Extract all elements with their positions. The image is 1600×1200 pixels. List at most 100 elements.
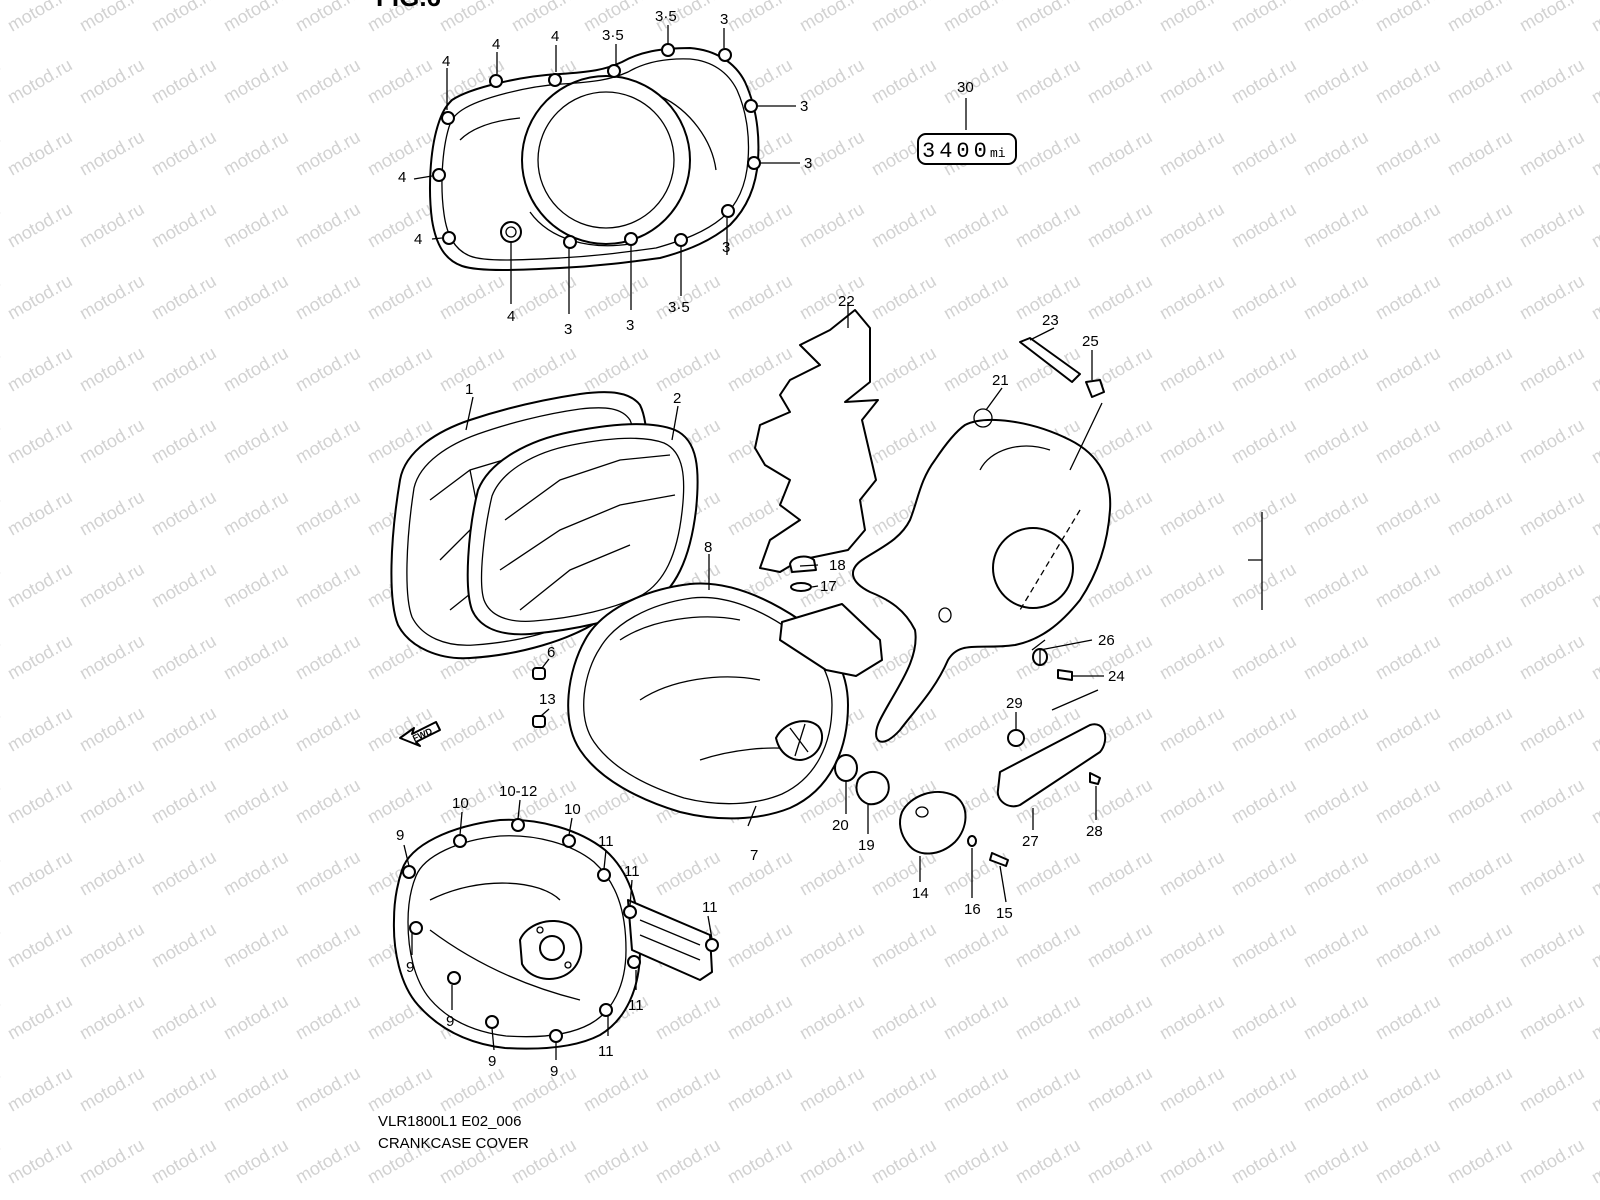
watermark-text: motod.ru xyxy=(292,0,364,35)
callout-3-5: 3·5 xyxy=(668,299,690,316)
callout-11: 11 xyxy=(628,997,644,1014)
watermark-text: motod.ru xyxy=(1012,1063,1084,1116)
watermark-text: motod.ru xyxy=(4,487,76,540)
watermark-text: motod.ru xyxy=(724,1063,796,1116)
watermark-text: motod.ru xyxy=(1012,127,1084,180)
watermark-text: motod.ru xyxy=(364,199,436,252)
watermark-text: motod.ru xyxy=(1156,775,1228,828)
watermark-text: motod.ru xyxy=(1444,1135,1516,1188)
watermark-text: motod.ru xyxy=(76,343,148,396)
watermark-text: motod.ru xyxy=(1012,847,1084,900)
watermark-text: motod.ru xyxy=(1444,487,1516,540)
callout-3: 3 xyxy=(626,317,634,334)
watermark-text: motod.ru xyxy=(364,55,436,108)
callout-10-12: 10-12 xyxy=(499,783,537,800)
watermark-text: motod.ru xyxy=(292,847,364,900)
watermark-text: motod.ru xyxy=(1588,919,1600,972)
watermark-text: motod.ru xyxy=(292,559,364,612)
watermark-text: motod.ru xyxy=(292,703,364,756)
watermark-text: motod.ru xyxy=(1084,0,1156,35)
grommet-part-29 xyxy=(1007,729,1025,747)
watermark-text: motod.ru xyxy=(1228,343,1300,396)
watermark-text: motod.ru xyxy=(724,991,796,1044)
watermark-text: motod.ru xyxy=(1372,703,1444,756)
watermark-text: motod.ru xyxy=(1372,559,1444,612)
watermark-text: motod.ru xyxy=(1516,199,1588,252)
watermark-text: motod.ru xyxy=(580,271,652,324)
watermark-text: motod.ru xyxy=(4,1135,76,1188)
watermark-text: motod.ru xyxy=(0,271,4,324)
clutch-cover-top xyxy=(429,47,760,271)
callout-2: 2 xyxy=(673,390,681,407)
watermark-text: motod.ru xyxy=(1228,1135,1300,1188)
watermark-text: motod.ru xyxy=(292,343,364,396)
watermark-text: motod.ru xyxy=(1516,1063,1588,1116)
watermark-text: motod.ru xyxy=(1516,343,1588,396)
decal-sheet-part-22 xyxy=(754,309,879,573)
page-edge-mark xyxy=(1248,512,1263,610)
cap-part-19 xyxy=(855,771,890,806)
watermark-text: motod.ru xyxy=(580,1063,652,1116)
crankcase-cover-gasket-part-2 xyxy=(466,423,699,636)
watermark-text: motod.ru xyxy=(1444,127,1516,180)
watermark-text: motod.ru xyxy=(292,1135,364,1188)
watermark-text: motod.ru xyxy=(796,991,868,1044)
watermark-text: motod.ru xyxy=(220,0,292,35)
dowel-pin-13 xyxy=(532,715,546,728)
watermark-text: motod.ru xyxy=(796,1063,868,1116)
watermark-text: motod.ru xyxy=(796,847,868,900)
watermark-text: motod.ru xyxy=(0,991,4,1044)
watermark-text: motod.ru xyxy=(292,1063,364,1116)
washer-part-16 xyxy=(967,835,977,847)
callout-3: 3 xyxy=(804,155,812,172)
screw-part-28 xyxy=(1089,772,1101,785)
watermark-text: motod.ru xyxy=(292,487,364,540)
callout-3: 3 xyxy=(722,239,730,256)
watermark-text: motod.ru xyxy=(4,415,76,468)
watermark-text: motod.ru xyxy=(1372,343,1444,396)
watermark-text: motod.ru xyxy=(4,991,76,1044)
watermark-text: motod.ru xyxy=(1588,55,1600,108)
watermark-text: motod.ru xyxy=(1084,991,1156,1044)
watermark-text: motod.ru xyxy=(1372,1135,1444,1188)
callout-18: 18 xyxy=(829,557,846,574)
watermark-text: motod.ru xyxy=(1444,559,1516,612)
watermark-text: motod.ru xyxy=(1300,559,1372,612)
watermark-text: motod.ru xyxy=(940,199,1012,252)
watermark-text: motod.ru xyxy=(292,631,364,684)
watermark-text: motod.ru xyxy=(1156,127,1228,180)
watermark-text: motod.ru xyxy=(1372,1063,1444,1116)
watermark-text: motod.ru xyxy=(148,199,220,252)
watermark-text: motod.ru xyxy=(0,703,4,756)
plate-part-14 xyxy=(899,791,967,855)
watermark-text: motod.ru xyxy=(1012,55,1084,108)
callout-25: 25 xyxy=(1082,333,1099,350)
watermark-text: motod.ru xyxy=(148,631,220,684)
watermark-text: motod.ru xyxy=(1444,703,1516,756)
watermark-text: motod.ru xyxy=(1588,415,1600,468)
watermark-text: motod.ru xyxy=(1156,631,1228,684)
callout-16: 16 xyxy=(964,901,981,918)
watermark-text: motod.ru xyxy=(148,343,220,396)
watermark-text: motod.ru xyxy=(1084,1135,1156,1188)
watermark-text: motod.ru xyxy=(1516,559,1588,612)
watermark-text: motod.ru xyxy=(1300,919,1372,972)
watermark-text: motod.ru xyxy=(868,55,940,108)
watermark-text: motod.ru xyxy=(4,775,76,828)
watermark-text: motod.ru xyxy=(148,415,220,468)
watermark-text: motod.ru xyxy=(1156,1063,1228,1116)
watermark-text: motod.ru xyxy=(1300,343,1372,396)
watermark-text: motod.ru xyxy=(1516,415,1588,468)
watermark-text: motod.ru xyxy=(1588,271,1600,324)
callout-4: 4 xyxy=(507,308,515,325)
watermark-text: motod.ru xyxy=(0,343,4,396)
clutch-cover-part-7 xyxy=(567,582,883,820)
oring-part-20 xyxy=(834,754,858,782)
watermark-text: motod.ru xyxy=(1372,919,1444,972)
callout-11: 11 xyxy=(624,863,640,880)
watermark-text: motod.ru xyxy=(1084,127,1156,180)
watermark-text: motod.ru xyxy=(1300,0,1372,35)
watermark-text: motod.ru xyxy=(436,271,508,324)
watermark-text: motod.ru xyxy=(292,415,364,468)
